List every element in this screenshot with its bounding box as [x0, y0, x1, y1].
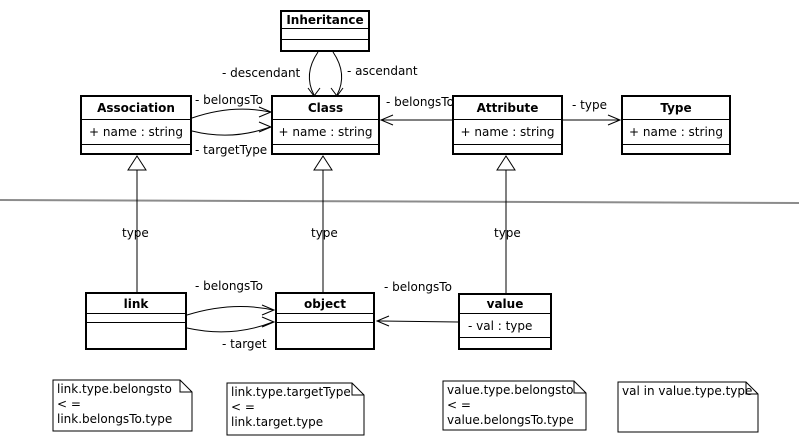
- class-box-attribute: Attribute + name : string: [452, 95, 563, 155]
- class-ops-type: [623, 145, 729, 153]
- edge-label-attribute-belongsto: - belongsTo: [386, 95, 454, 109]
- value-belongsto-edge: [377, 320, 459, 323]
- note-3-line-2: < =: [447, 398, 471, 412]
- class-ops-attribute: [454, 145, 561, 153]
- link-target-arrowhead-icon: [261, 316, 276, 328]
- class-ops-association: [82, 145, 190, 153]
- note-2-line-2: < =: [231, 400, 255, 414]
- note-1-line-3: link.belongsTo.type: [57, 412, 173, 426]
- object-generalization-triangle-icon: [313, 155, 333, 171]
- class-ops-inheritance: [282, 40, 368, 50]
- note-1-fold-icon: [179, 380, 192, 393]
- class-attrs-type: + name : string: [623, 120, 729, 145]
- note-1-line-1: link.type.belongsto: [57, 382, 172, 396]
- class-name-inheritance: Inheritance: [282, 12, 368, 29]
- note-3-fold-icon: [573, 381, 586, 394]
- attribute-type-arrowhead-icon: [607, 114, 622, 126]
- note-1-shape: [52, 379, 193, 432]
- class-box-type: Type + name : string: [621, 95, 731, 155]
- class-name-link: link: [87, 294, 185, 314]
- class-name-type: Type: [623, 97, 729, 120]
- edge-label-association-targettype: - targetType: [195, 143, 268, 157]
- note-1-text: link.type.belongsto < = link.belongsTo.t…: [57, 382, 172, 427]
- value-generalization-triangle-icon: [496, 155, 516, 171]
- class-attrs-link: [87, 314, 185, 323]
- note-2-line-1: link.type.targetType: [231, 385, 351, 399]
- edge-label-link-belongsto: - belongsTo: [195, 279, 263, 293]
- class-ops-link: [87, 323, 185, 348]
- note-4-line-1: val in value.type.type: [622, 384, 753, 398]
- link-generalization-triangle-icon: [127, 155, 147, 171]
- edge-label-link-type: type: [122, 226, 149, 240]
- edge-label-ascendant: - ascendant: [347, 64, 418, 78]
- class-attrs-object: [277, 314, 373, 323]
- association-targettype-edge: [191, 126, 271, 136]
- edge-label-object-type: type: [311, 226, 338, 240]
- inheritance-ascendant-edge: [332, 51, 343, 96]
- class-attrs-class: + name : string: [273, 120, 378, 145]
- class-ops-class: [273, 145, 378, 153]
- class-name-object: object: [277, 294, 373, 314]
- attribute-belongsto-arrowhead-icon: [379, 114, 394, 126]
- note-3-shape: [442, 380, 587, 431]
- class-ops-value: [460, 338, 550, 348]
- value-belongsto-arrowhead-icon: [375, 315, 390, 327]
- edge-label-link-target: - target: [222, 337, 267, 351]
- note-2-shape: [226, 382, 365, 436]
- class-ops-object: [277, 323, 373, 348]
- note-1-line-2: < =: [57, 397, 81, 411]
- class-box-association: Association + name : string: [80, 95, 192, 155]
- edge-label-descendant: - descendant: [222, 66, 301, 80]
- note-2-line-3: link.target.type: [231, 415, 324, 429]
- class-name-value: value: [460, 295, 550, 314]
- link-target-edge: [186, 321, 274, 333]
- inheritance-descendant-edge: [308, 51, 319, 96]
- class-name-attribute: Attribute: [454, 97, 561, 120]
- edge-label-association-belongsto: - belongsTo: [195, 93, 263, 107]
- class-box-value: value - val : type: [458, 293, 552, 350]
- class-box-class: Class + name : string: [271, 95, 380, 155]
- class-name-association: Association: [82, 97, 190, 120]
- edge-label-value-type: type: [494, 226, 521, 240]
- note-3-text: value.type.belongsto < = value.belongsTo…: [447, 383, 574, 428]
- note-4-shape: [617, 381, 759, 433]
- note-3-line-3: value.belongsTo.type: [447, 413, 574, 427]
- class-attrs-value: - val : type: [460, 314, 550, 338]
- class-box-object: object: [275, 292, 375, 350]
- edge-label-value-belongsto: - belongsTo: [384, 280, 452, 294]
- edge-label-attribute-type: - type: [572, 98, 607, 112]
- association-belongsto-edge: [191, 108, 271, 119]
- note-2-text: link.type.targetType < = link.target.typ…: [231, 385, 351, 430]
- link-belongsto-edge: [186, 305, 274, 316]
- note-4-fold-icon: [745, 382, 758, 395]
- class-box-link: link: [85, 292, 187, 350]
- class-name-class: Class: [273, 97, 378, 120]
- note-2-fold-icon: [351, 383, 364, 396]
- class-attrs-attribute: + name : string: [454, 120, 561, 145]
- note-3-line-1: value.type.belongsto: [447, 383, 574, 397]
- link-belongsto-arrowhead-icon: [261, 304, 276, 316]
- class-attrs-inheritance: [282, 29, 368, 40]
- class-box-inheritance: Inheritance: [280, 10, 370, 52]
- class-attrs-association: + name : string: [82, 120, 190, 145]
- meta-instance-divider-line: [0, 199, 799, 204]
- note-4-text: val in value.type.type: [622, 384, 752, 399]
